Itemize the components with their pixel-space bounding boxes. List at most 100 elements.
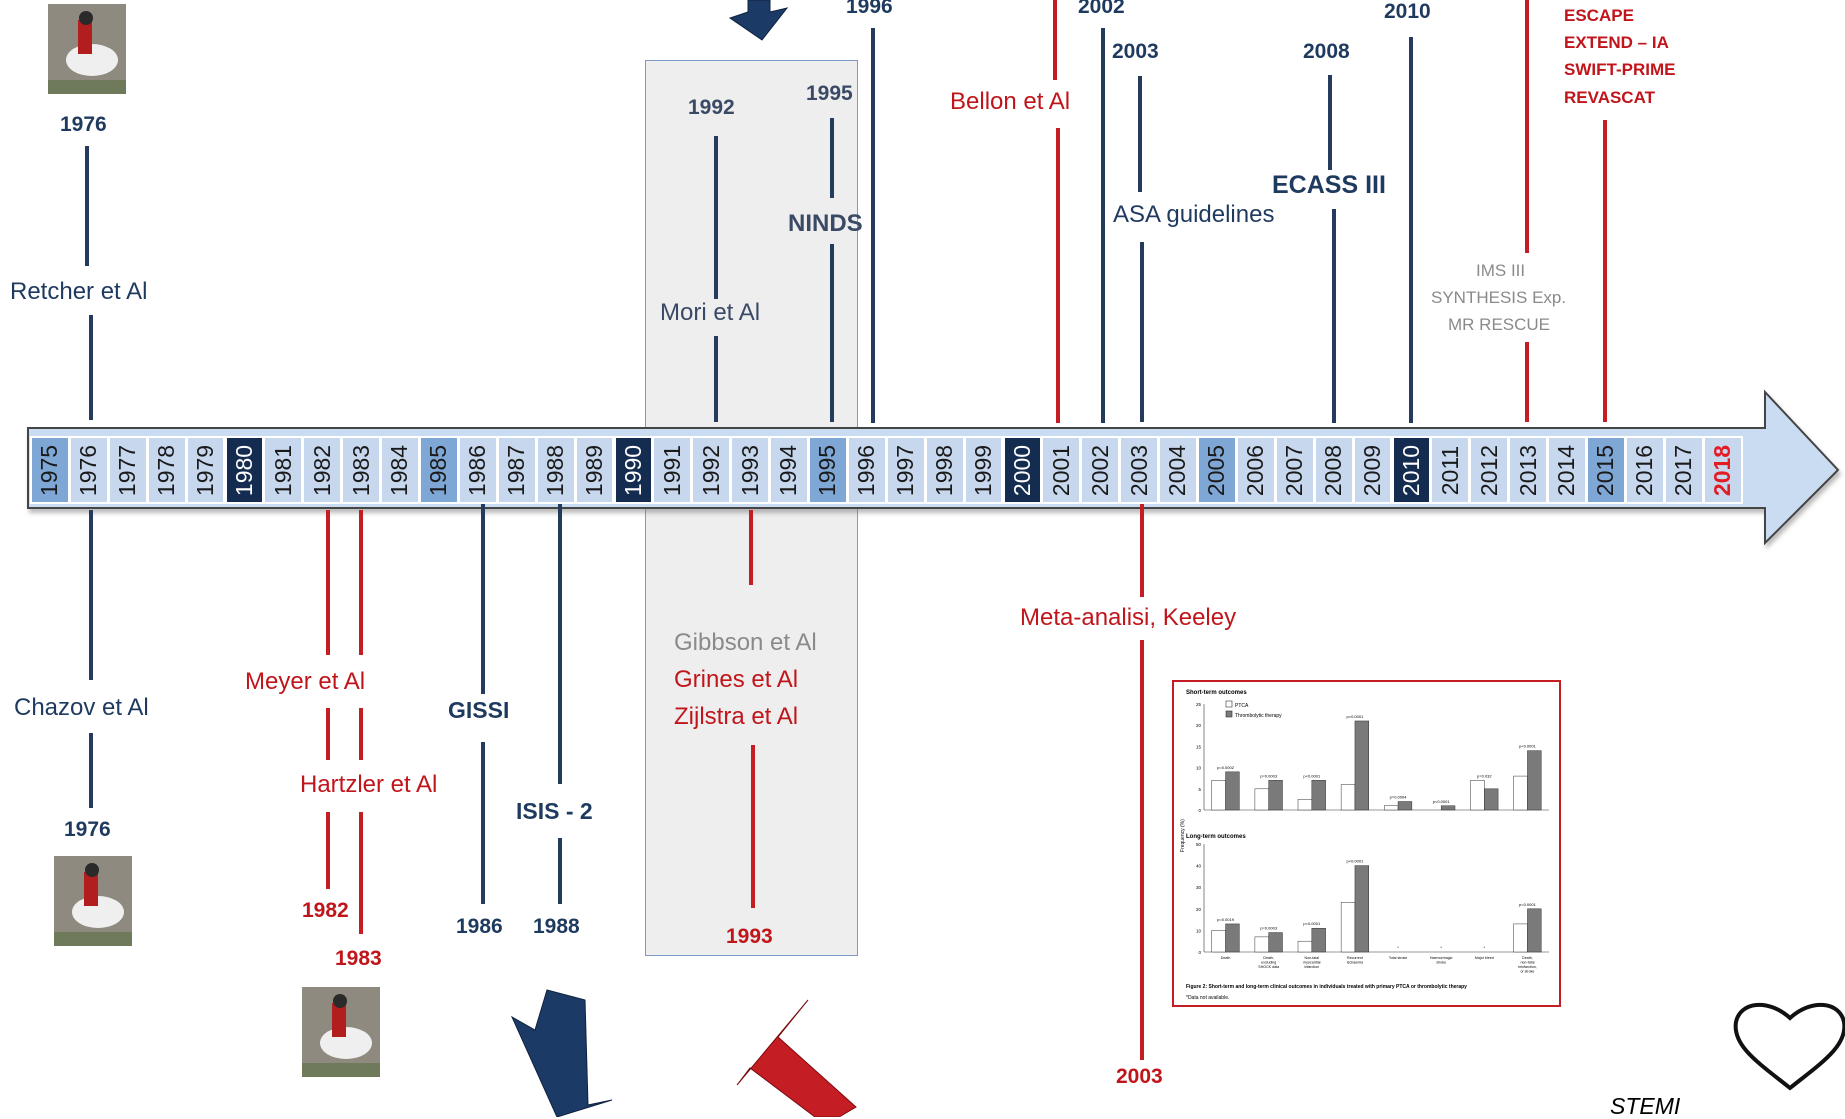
year-cell-1977: 1977 [107, 436, 148, 504]
year-label: 1986 [464, 444, 491, 496]
label-ecass: ECASS III [1272, 171, 1386, 199]
y-tick-label: 0 [1198, 950, 1201, 955]
line-1992-top-a [714, 136, 718, 299]
year-label: 1994 [775, 444, 802, 496]
bottom-left-arrow-icon [510, 989, 613, 1117]
year-cell-2017: 2017 [1663, 436, 1704, 504]
chart-ylabel: Frequency (%) [1180, 819, 1186, 852]
heart-icon [1733, 1002, 1845, 1091]
y-tick-label: 30 [1196, 885, 1202, 890]
bar-ptca [1297, 799, 1313, 811]
label-escape: ESCAPE [1564, 6, 1634, 25]
napoleon-portrait-bottom-left [54, 856, 132, 946]
label-2010: 2010 [1384, 0, 1431, 23]
p-value-label: p<0.0001 [1303, 773, 1321, 778]
label-1976-top: 1976 [60, 113, 107, 136]
year-cell-2007: 2007 [1274, 436, 1315, 504]
label-asa: ASA guidelines [1113, 201, 1275, 228]
line-2003-bottom-b [1140, 640, 1144, 1060]
napoleon-portrait-bottom-center [302, 987, 380, 1077]
label-revascat: REVASCAT [1564, 88, 1655, 107]
year-label: 2018 [1709, 444, 1736, 496]
year-cell-2014: 2014 [1547, 436, 1587, 504]
bar-thrombolytic [1397, 801, 1413, 811]
year-cell-2003: 2003 [1119, 436, 1160, 504]
year-cell-2008: 2008 [1313, 436, 1354, 504]
p-value-label: p<0.0001 [1519, 902, 1537, 907]
year-cell-2006: 2006 [1235, 436, 1276, 504]
line-1982-b [326, 708, 330, 760]
year-label: 1985 [425, 444, 452, 496]
line-2008-b [1332, 209, 1336, 423]
bar-thrombolytic [1354, 720, 1369, 811]
bar-thrombolytic [1225, 771, 1240, 811]
year-cell-2012: 2012 [1469, 436, 1510, 504]
label-1995: 1995 [806, 82, 853, 105]
napoleon-portrait-top [48, 4, 126, 94]
y-tick-label: 15 [1196, 744, 1202, 749]
year-cell-1985: 1985 [419, 436, 459, 504]
bar-ptca [1513, 923, 1528, 953]
y-tick-label: 25 [1196, 702, 1202, 707]
y-tick-label: 0 [1198, 808, 1201, 813]
line-1995-top-b [830, 244, 834, 422]
y-tick-label: 5 [1198, 787, 1201, 792]
y-tick-label: 20 [1196, 723, 1202, 728]
label-grines: Grines et Al [674, 666, 799, 693]
p-value-label: * [1484, 945, 1486, 950]
p-value-label: p<0.0001 [1303, 921, 1321, 926]
year-label: 1978 [153, 444, 180, 496]
label-extend: EXTEND – IA [1564, 33, 1669, 52]
p-value-label: p=0.0019 [1217, 917, 1235, 922]
label-ims: IMS III [1476, 261, 1526, 280]
year-label: 2000 [1008, 444, 1035, 496]
outcomes-chart-panel: Short-term outcomes PTCA Thrombolytic th… [1172, 680, 1561, 1007]
year-cell-1999: 1999 [963, 436, 1004, 504]
year-label: 2002 [1086, 444, 1113, 496]
bar-thrombolytic [1268, 932, 1283, 953]
line-1995-top-a [830, 118, 834, 198]
y-tick-label: 10 [1196, 766, 1202, 771]
year-label: 1983 [347, 444, 374, 496]
year-cell-2016: 2016 [1624, 436, 1665, 504]
bar-thrombolytic [1527, 908, 1542, 953]
line-1986-b [481, 742, 485, 904]
year-cell-1998: 1998 [924, 436, 965, 504]
bar-thrombolytic [1484, 788, 1499, 811]
year-label: 1995 [814, 444, 841, 496]
line-2002 [1101, 28, 1105, 423]
label-1986: 1986 [456, 915, 503, 938]
year-label: 1999 [970, 444, 997, 496]
line-1983-c [359, 812, 363, 934]
label-synthesis: SYNTHESIS Exp. [1431, 288, 1567, 307]
year-cell-2013: 2013 [1508, 436, 1549, 504]
year-label: 1989 [581, 444, 608, 496]
year-cell-1994: 1994 [769, 436, 809, 504]
label-swift: SWIFT-PRIME [1564, 60, 1676, 79]
label-isis: ISIS - 2 [516, 798, 593, 824]
year-cell-1988: 1988 [535, 436, 576, 504]
line-1986-a [481, 504, 485, 694]
label-1988: 1988 [533, 915, 580, 938]
year-cell-1979: 1979 [185, 436, 226, 504]
bar-thrombolytic [1527, 750, 1542, 811]
legend-swatch-thrombolytic [1225, 710, 1233, 718]
year-cell-1982: 1982 [302, 436, 343, 504]
year-cell-2000: 2000 [1002, 436, 1043, 504]
p-value-label: p=0.0003 [1260, 926, 1278, 931]
year-cell-1993: 1993 [730, 436, 771, 504]
line-1988-b [558, 838, 562, 904]
year-cell-2011: 2011 [1430, 436, 1471, 504]
bar-ptca [1513, 775, 1528, 811]
label-gissi: GISSI [448, 697, 510, 723]
year-label: 1981 [269, 444, 296, 496]
year-label: 2015 [1592, 444, 1619, 496]
label-ninds: NINDS [788, 210, 863, 237]
bar-ptca [1384, 805, 1399, 811]
bottom-right-arrow-icon [736, 999, 857, 1117]
year-label: 1997 [892, 444, 919, 496]
year-cell-1996: 1996 [846, 436, 887, 504]
bar-thrombolytic [1225, 923, 1240, 953]
chart-footnote: *Data not available. [1186, 995, 1229, 1001]
